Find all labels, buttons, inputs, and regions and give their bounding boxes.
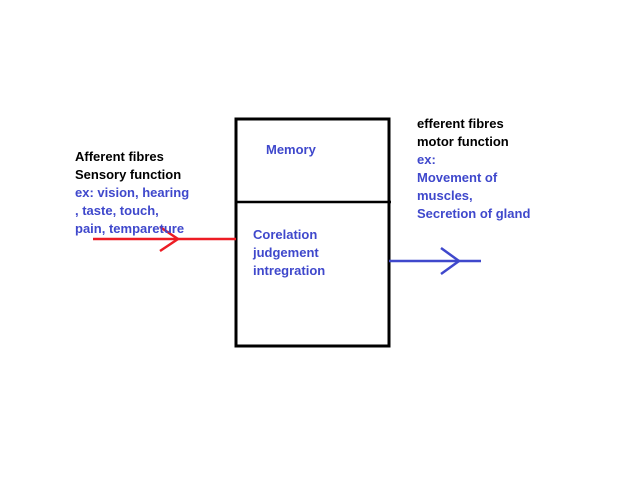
afferent-subtitle: Sensory function: [75, 167, 182, 182]
process-line: judgement: [253, 245, 319, 260]
process-line: intregration: [253, 263, 326, 278]
efferent-example-line: Movement of: [417, 170, 498, 185]
efferent-example-line: ex:: [417, 152, 436, 167]
efferent-subtitle: motor function: [417, 134, 509, 149]
memory-label: Memory: [266, 142, 316, 157]
central-box: [234, 117, 391, 348]
efferent-example-line: Secretion of gland: [417, 206, 531, 221]
efferent-example-line: muscles,: [417, 188, 473, 203]
afferent-example-line: pain, tempareture: [75, 221, 185, 236]
afferent-example-line: , taste, touch,: [75, 203, 159, 218]
process-text-block: Corelation judgement intregration: [253, 226, 325, 280]
efferent-text-block: efferent fibres motor function ex: Movem…: [417, 115, 530, 223]
afferent-text-block: Afferent fibres Sensory function ex: vis…: [75, 148, 189, 238]
process-line: Corelation: [253, 227, 318, 242]
output-arrow-head: [440, 246, 462, 276]
efferent-title: efferent fibres: [417, 116, 504, 131]
afferent-title: Afferent fibres: [75, 149, 164, 164]
input-arrow-head: [159, 225, 181, 253]
afferent-example-line: ex: vision, hearing: [75, 185, 190, 200]
